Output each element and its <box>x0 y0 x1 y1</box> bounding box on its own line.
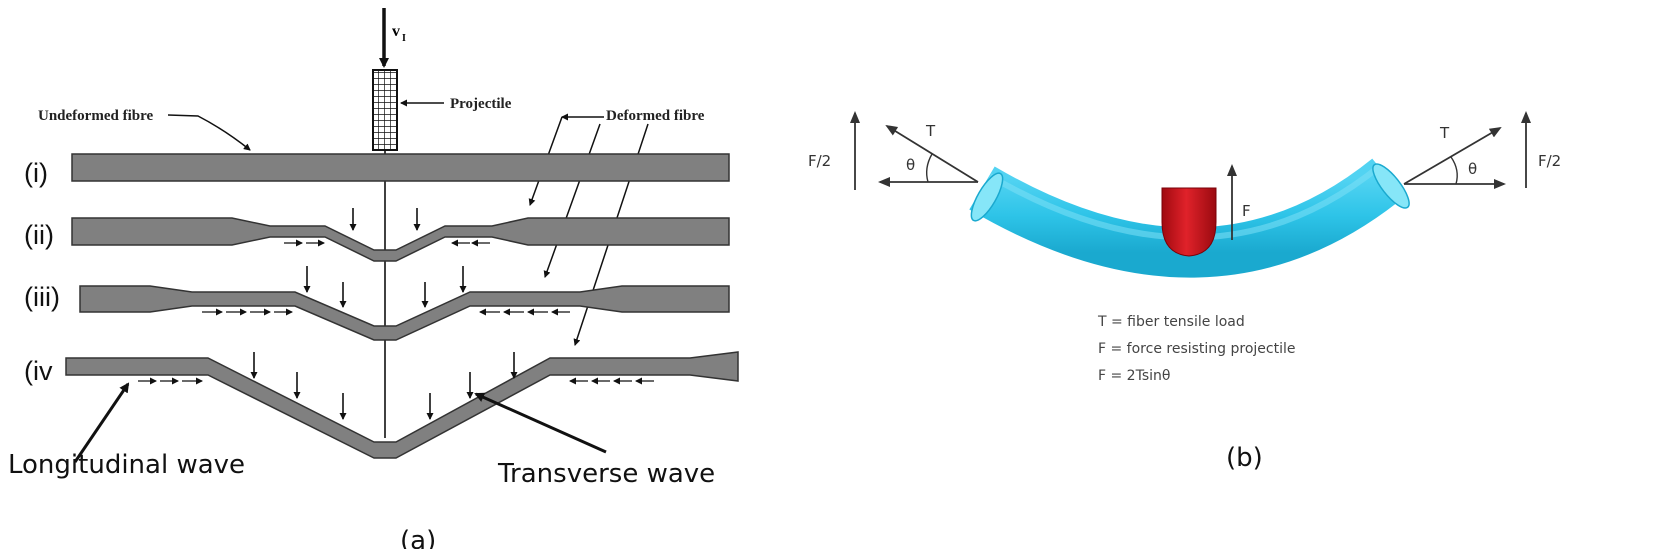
resist-force-label: F <box>1242 202 1251 220</box>
longitudinal-wave-label: Longitudinal wave <box>8 450 245 480</box>
panel-a-caption: (a) <box>400 526 436 549</box>
deformed-pointer-3 <box>543 123 601 278</box>
velocity-label: v <box>392 23 400 40</box>
right-half-force-label: F/2 <box>1538 152 1561 170</box>
panel-b-caption: (b) <box>1226 443 1263 473</box>
legend-force: F = force resisting projectile <box>1098 341 1296 357</box>
panel-b: F F/2 T θ T θ F/2 T = fiber tensile load… <box>808 111 1561 473</box>
row-label-ii: (ii) <box>24 220 54 250</box>
undeformed-fibre-label: Undeformed fibre <box>38 108 153 124</box>
panel-a: v I Projectile Undeformed fibre Deformed… <box>8 8 739 549</box>
fibre-row-iii <box>79 285 730 341</box>
left-tension-label: T <box>925 122 936 140</box>
projectile <box>372 69 398 151</box>
left-tension-arrow <box>885 124 979 183</box>
left-angle-arc <box>925 153 933 183</box>
row-label-iv: (iv <box>24 356 53 386</box>
projectile-red <box>1161 187 1217 257</box>
fibre-row-ii <box>71 217 730 262</box>
legend-equation: F = 2Tsinθ <box>1098 368 1170 384</box>
projectile-label: Projectile <box>450 96 512 112</box>
right-tension-arrow <box>1403 126 1502 185</box>
row-label-iii: (iii) <box>24 282 60 312</box>
transverse-arrows-iv <box>250 352 518 420</box>
right-angle-label: θ <box>1468 160 1477 178</box>
fibre-row-iv <box>65 351 739 459</box>
row-label-i: (i) <box>24 158 48 188</box>
fiber-end-right <box>1372 163 1410 209</box>
fibre-row-i <box>71 153 730 182</box>
transverse-wave-pointer <box>474 392 607 454</box>
longitudinal-wave-pointer <box>73 382 130 463</box>
transverse-wave-label: Transverse wave <box>497 459 715 489</box>
deformed-fibre-label: Deformed fibre <box>606 108 705 124</box>
undeformed-pointer <box>167 114 251 151</box>
right-tension-label: T <box>1439 124 1450 142</box>
legend-tension: T = fiber tensile load <box>1097 314 1245 330</box>
right-angle-arc <box>1450 156 1458 185</box>
left-angle-label: θ <box>906 156 915 174</box>
fiber-end-left <box>970 172 1004 222</box>
left-half-force-label: F/2 <box>808 152 831 170</box>
velocity-subscript: I <box>402 33 406 44</box>
